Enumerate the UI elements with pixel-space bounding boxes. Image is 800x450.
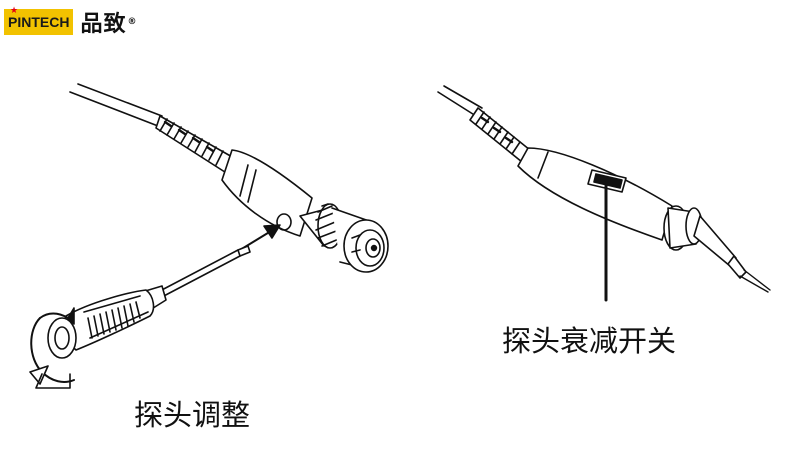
rotate-arrow-icon bbox=[29, 307, 75, 389]
logo-chinese-name: 品致 bbox=[80, 12, 127, 37]
caption-attenuation-switch: 探头衰减开关 bbox=[502, 324, 677, 358]
adjust-hole bbox=[276, 213, 292, 231]
adjust-screwdriver bbox=[47, 245, 251, 359]
brand-logo: ★ PINTECH 品致 ® bbox=[4, 6, 136, 38]
logo-badge: ★ PINTECH bbox=[4, 6, 74, 35]
attenuation-switch bbox=[587, 169, 627, 193]
logo-brand-text: PINTECH bbox=[8, 14, 70, 30]
probe-bnc-end bbox=[69, 83, 389, 273]
bnc-connector bbox=[299, 203, 389, 273]
star-icon: ★ bbox=[10, 6, 19, 16]
strain-relief-right bbox=[469, 107, 531, 163]
strain-relief bbox=[155, 115, 235, 175]
caption-probe-adjust: 探头调整 bbox=[134, 398, 251, 432]
registered-mark: ® bbox=[127, 17, 137, 27]
probe-tip-end bbox=[437, 85, 771, 302]
